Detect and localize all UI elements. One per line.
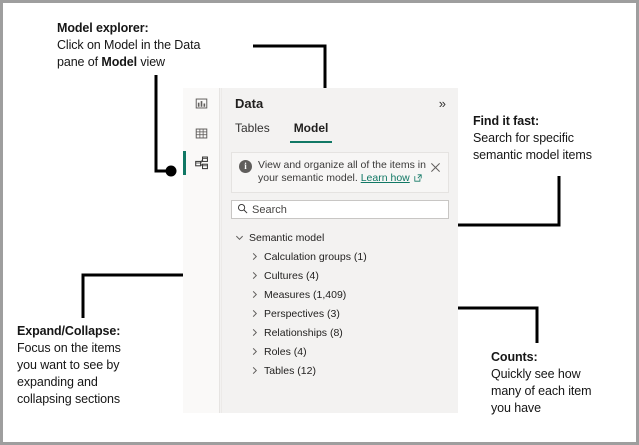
tree-item-tables[interactable]: Tables (12) [235,361,458,380]
tree-item-label: Calculation groups (1) [264,250,367,263]
callout-counts-title: Counts: [491,350,538,364]
callout-expand-collapse-line3: expanding and [17,375,98,389]
callout-counts-line3: you have [491,401,541,415]
tree-item-calculation-groups[interactable]: Calculation groups (1) [235,247,458,266]
table-view-icon [195,127,208,140]
callout-expand-collapse-line4: collapsing sections [17,392,121,406]
search-icon [237,201,248,219]
tree-item-label: Measures (1,409) [264,288,347,301]
tree-item-label: Relationships (8) [264,326,343,339]
close-icon[interactable] [430,160,443,173]
tab-model-label: Model [293,121,329,135]
callout-expand-collapse: Expand/Collapse: Focus on the items you … [17,323,177,408]
view-switcher-rail [183,88,220,413]
rail-button-report-view[interactable] [183,88,220,118]
leader-dot-rail-icon [165,165,177,177]
leader-model-explorer-to-rail [154,75,168,173]
callout-counts: Counts: Quickly see how many of each ite… [491,349,636,417]
callout-expand-collapse-title: Expand/Collapse: [17,324,121,338]
callout-model-explorer-line2: pane of Model view [57,54,252,71]
callout-expand-collapse-line1: Focus on the items [17,341,121,355]
chevron-right-icon [250,252,264,261]
power-bi-data-pane: Data » Tables Model i View and organize … [183,88,458,413]
collapse-pane-icon[interactable]: » [438,95,446,111]
report-view-icon [195,97,208,110]
tree-item-label: Cultures (4) [264,269,319,282]
tree-item-relationships[interactable]: Relationships (8) [235,323,458,342]
data-pane-header: Data » [222,88,458,118]
tree-root-label: Semantic model [249,231,325,244]
callout-model-explorer-title: Model explorer: [57,21,149,35]
callout-find-it-fast-line1: Search for specific [473,131,574,145]
learn-how-link[interactable]: Learn how [360,172,410,184]
callout-find-it-fast-title: Find it fast: [473,114,540,128]
tree-root-semantic-model[interactable]: Semantic model [235,228,458,247]
info-banner: i View and organize all of the items in … [231,152,449,193]
tree-item-label: Tables (12) [264,364,316,377]
callout-model-explorer-line2-pre: pane of [57,55,102,69]
chevron-right-icon [250,366,264,375]
callout-find-it-fast: Find it fast: Search for specific semant… [473,113,633,164]
page-title: Data [235,95,264,111]
info-banner-text: View and organize all of the items in yo… [252,159,430,186]
external-link-icon [411,173,422,185]
rail-button-model-view[interactable] [183,148,220,178]
tree-item-cultures[interactable]: Cultures (4) [235,266,458,285]
info-icon: i [239,160,252,173]
search-box[interactable] [231,200,449,219]
chevron-right-icon [250,271,264,280]
callout-model-explorer-line2-bold: Model [101,55,137,69]
tab-tables[interactable]: Tables [235,118,284,143]
callout-model-explorer-line1: Click on Model in the Data [57,38,201,52]
info-banner-message: View and organize all of the items in yo… [258,159,426,184]
callout-model-explorer-line2-post: view [137,55,165,69]
tab-tables-label: Tables [235,121,270,135]
tab-model[interactable]: Model [284,118,339,143]
rail-button-table-view[interactable] [183,118,220,148]
semantic-model-tree: Semantic model Calculation groups (1) [222,228,458,380]
chevron-right-icon [250,347,264,356]
callout-counts-line1: Quickly see how [491,367,581,381]
chevron-right-icon [250,309,264,318]
search-input[interactable] [252,203,448,216]
model-view-icon [194,156,209,170]
callout-counts-line2: many of each item [491,384,592,398]
tree-item-label: Roles (4) [264,345,307,358]
callout-model-explorer: Model explorer: Click on Model in the Da… [57,20,252,71]
chevron-right-icon [250,290,264,299]
pane-tabs: Tables Model [222,118,458,146]
callout-expand-collapse-line2: you want to see by [17,358,120,372]
callout-find-it-fast-line2: semantic model items [473,148,592,162]
data-pane-body: Data » Tables Model i View and organize … [221,88,458,413]
chevron-right-icon [250,328,264,337]
chevron-down-icon [235,233,249,242]
tree-item-perspectives[interactable]: Perspectives (3) [235,304,458,323]
tree-item-measures[interactable]: Measures (1,409) [235,285,458,304]
tree-item-label: Perspectives (3) [264,307,340,320]
tree-item-roles[interactable]: Roles (4) [235,342,458,361]
